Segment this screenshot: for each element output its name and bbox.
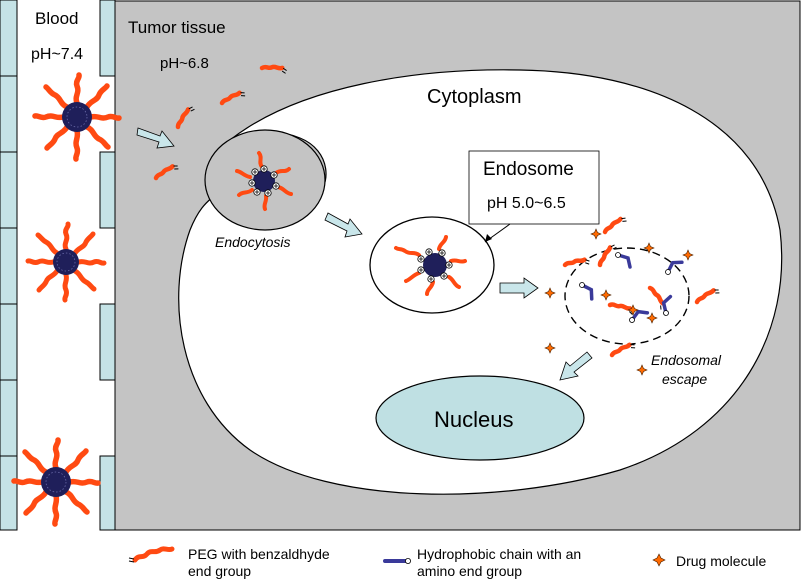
callout-pointer-head (485, 234, 492, 242)
label-endocytosis: Endocytosis (215, 234, 291, 250)
legend-chain-line1: Hydrophobic chain with an (417, 546, 582, 562)
escape-endosome-dashed (564, 247, 690, 345)
legend-chain-icon (383, 558, 411, 564)
label-cytoplasm: Cytoplasm (427, 86, 522, 108)
micelle-endosome (394, 235, 467, 296)
endosome-callout-box (468, 150, 600, 225)
legend-peg-line2: end group (188, 563, 252, 579)
arrow-to-endosome (324, 212, 363, 238)
label-blood: Blood (35, 9, 79, 28)
label-endosomal-escape-2: escape (662, 371, 708, 387)
micelle-blood-3 (11, 437, 101, 527)
label-nucleus: Nucleus (434, 407, 514, 432)
legend-peg-text: PEG with benzaldhyde end group (188, 546, 330, 580)
micelle-blood-2 (25, 221, 107, 303)
micelle-blood-1 (32, 72, 122, 162)
legend-peg-icon (128, 546, 175, 563)
arrow-extravasation (136, 127, 175, 149)
label-tumor-ph: pH~6.8 (160, 55, 209, 72)
micelle-endocytosis (235, 151, 293, 211)
label-endosome: Endosome (483, 159, 574, 180)
legend-drug-text: Drug molecule (676, 553, 767, 569)
arrow-to-nucleus (559, 351, 593, 381)
arrow-to-escape (499, 277, 539, 299)
label-endosome-ph: pH 5.0~6.5 (487, 195, 566, 212)
legend-peg-line1: PEG with benzaldhyde (188, 546, 330, 562)
legend-chain-text: Hydrophobic chain with an amino end grou… (417, 546, 581, 580)
legend-drug-icon (652, 553, 666, 567)
label-blood-ph: pH~7.4 (31, 46, 84, 63)
nucleus (375, 375, 585, 461)
label-tumor-tissue: Tumor tissue (128, 18, 226, 37)
vessel-wall-left (0, 0, 18, 531)
legend-chain-line2: amino end group (417, 563, 523, 579)
label-endosomal-escape-1: Endosomal (651, 352, 722, 368)
